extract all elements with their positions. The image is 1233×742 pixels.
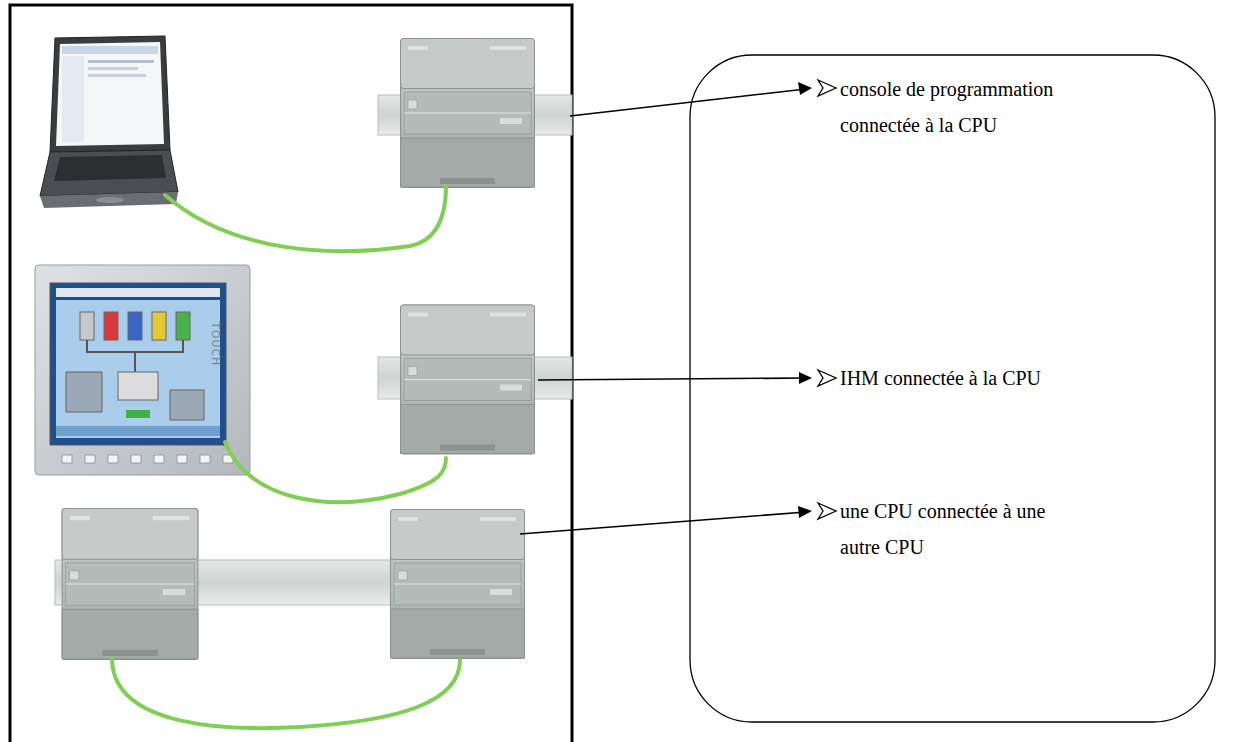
cpu-module xyxy=(62,509,198,660)
laptop-icon xyxy=(40,36,178,208)
ethernet-cable xyxy=(225,442,446,502)
hmi-panel xyxy=(35,265,250,475)
cpu-module xyxy=(391,510,525,659)
leader-arrow xyxy=(520,503,836,534)
leader-arrow xyxy=(538,370,836,386)
description-text: une CPU connectée à une autre CPU xyxy=(840,493,1090,565)
cpu-module xyxy=(401,305,535,454)
ethernet-cable xyxy=(165,186,446,251)
device-label: TOUCH xyxy=(209,322,222,366)
description-text: console de programmation connectée à la … xyxy=(840,71,1090,143)
text-panel: console de programmation connectée à la … xyxy=(690,55,1215,722)
cpu-module xyxy=(401,39,535,188)
leader-arrow xyxy=(570,80,836,116)
description-text: IHM connectée à la CPU xyxy=(840,360,1090,396)
panel-frame xyxy=(10,5,572,742)
text-panel-outline xyxy=(690,55,1215,722)
ethernet-cable xyxy=(112,658,460,728)
